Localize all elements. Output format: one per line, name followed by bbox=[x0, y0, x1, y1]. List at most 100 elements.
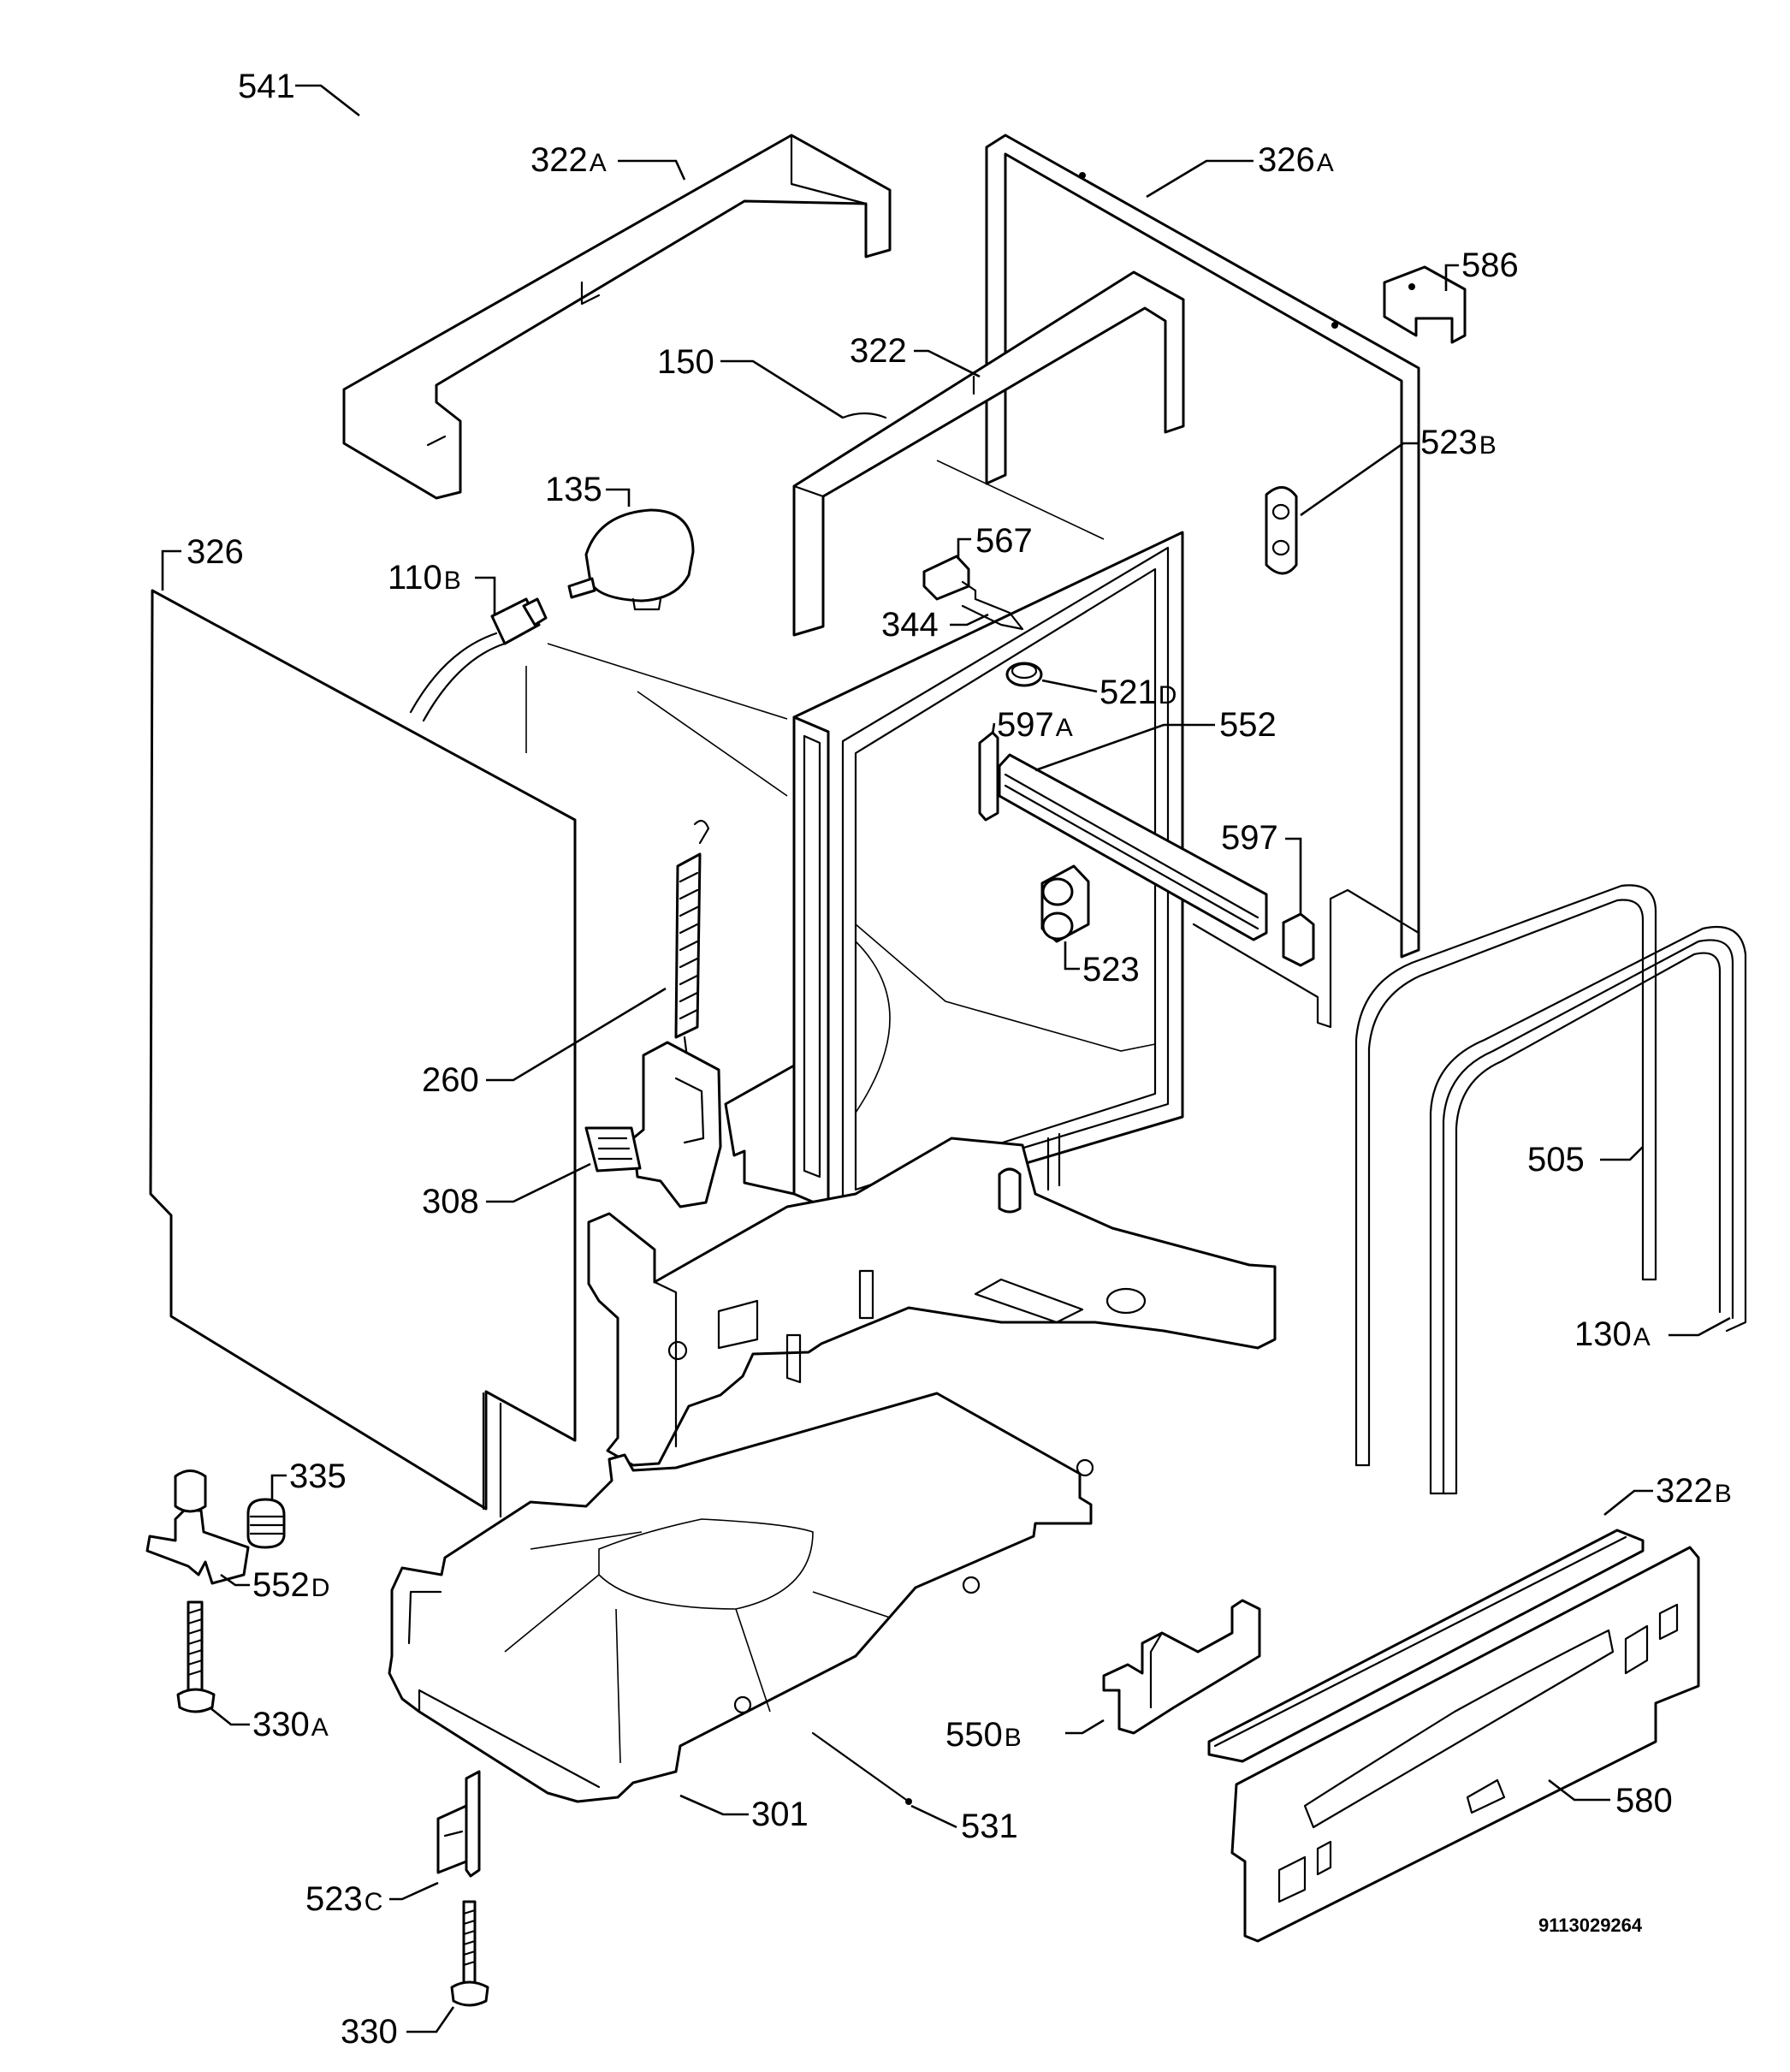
part-suffix: A bbox=[1633, 1323, 1651, 1351]
part-label-586: 586 bbox=[1461, 246, 1519, 284]
part-label-597: 597 bbox=[1221, 819, 1278, 857]
leader-523b bbox=[1300, 442, 1418, 517]
part-label-322a: 322A bbox=[530, 141, 607, 179]
plinth-322b bbox=[1207, 1529, 1645, 1763]
part-label-308: 308 bbox=[422, 1183, 479, 1220]
part-number: 523 bbox=[1082, 951, 1140, 989]
leader-326a bbox=[1146, 159, 1254, 199]
leader-260 bbox=[486, 987, 667, 1082]
part-label-541: 541 bbox=[238, 68, 295, 105]
part-number: 130 bbox=[1574, 1315, 1632, 1353]
part-number: 322 bbox=[850, 332, 907, 370]
part-label-135: 135 bbox=[545, 471, 602, 508]
top-frame-322a bbox=[342, 134, 892, 500]
inlet-hose-110b bbox=[409, 597, 548, 722]
part-suffix: D bbox=[1159, 681, 1177, 709]
part-label-330: 330 bbox=[341, 2013, 398, 2051]
part-label-505: 505 bbox=[1527, 1141, 1585, 1178]
part-number: 521 bbox=[1099, 674, 1157, 711]
part-suffix: A bbox=[590, 149, 607, 177]
grommet-523 bbox=[1040, 864, 1090, 943]
part-label-130a: 130A bbox=[1574, 1315, 1651, 1353]
leader-308 bbox=[486, 1162, 591, 1203]
part-label-523b: 523B bbox=[1420, 424, 1497, 461]
wire-531 bbox=[811, 1731, 912, 1805]
rear-panel-326a bbox=[985, 134, 1420, 1029]
part-number: 330 bbox=[341, 2013, 398, 2051]
part-label-322b: 322B bbox=[1656, 1472, 1732, 1510]
part-number: 322 bbox=[1656, 1472, 1713, 1510]
part-number: 567 bbox=[975, 522, 1033, 560]
part-number: 597 bbox=[1221, 819, 1278, 857]
bracket-550b bbox=[1102, 1599, 1261, 1735]
part-number: 330 bbox=[252, 1706, 310, 1743]
leader-330 bbox=[406, 2006, 455, 2033]
leader-597 bbox=[1285, 837, 1302, 916]
part-number: 523 bbox=[1420, 424, 1478, 461]
part-number: 326 bbox=[1258, 141, 1315, 179]
part-number: 326 bbox=[187, 533, 244, 571]
part-label-597a: 597A bbox=[997, 706, 1073, 744]
leader-135 bbox=[606, 488, 631, 507]
base-frame bbox=[587, 1132, 1277, 1467]
leader-150 bbox=[720, 359, 844, 419]
part-number: 550 bbox=[945, 1716, 1003, 1754]
leader-335 bbox=[270, 1474, 287, 1499]
salt-cap-150 bbox=[841, 412, 887, 419]
part-number: 110 bbox=[388, 559, 442, 597]
leader-552 bbox=[1034, 723, 1215, 772]
part-label-552: 552 bbox=[1219, 706, 1277, 744]
part-label-523c: 523C bbox=[305, 1880, 382, 1918]
part-number: 505 bbox=[1527, 1141, 1585, 1178]
part-number: 344 bbox=[881, 606, 939, 644]
part-number: 597 bbox=[997, 706, 1054, 744]
screw-330 bbox=[450, 1900, 489, 2007]
salt-container-135 bbox=[567, 508, 695, 611]
clip-567 bbox=[922, 555, 970, 601]
spring-260 bbox=[674, 819, 710, 1087]
leader-523 bbox=[1064, 941, 1080, 971]
leader-521d bbox=[1041, 679, 1098, 693]
leader-344 bbox=[950, 613, 989, 626]
leader-523c bbox=[389, 1881, 439, 1901]
part-number: 523 bbox=[305, 1880, 363, 1918]
part-number: 322 bbox=[530, 141, 588, 179]
part-suffix: D bbox=[311, 1574, 330, 1602]
base-tray-301 bbox=[388, 1392, 1094, 1803]
part-number: 260 bbox=[422, 1061, 479, 1099]
leader-597a bbox=[991, 722, 996, 735]
rail-552 bbox=[998, 753, 1268, 941]
leader-301 bbox=[679, 1794, 749, 1816]
leader-531 bbox=[910, 1804, 957, 1829]
leader-541 bbox=[295, 84, 360, 117]
part-number: 308 bbox=[422, 1183, 479, 1220]
part-number: 150 bbox=[657, 343, 714, 381]
document-number: 9113029264 bbox=[1538, 1915, 1643, 1936]
stop-597 bbox=[1282, 912, 1315, 967]
part-label-531: 531 bbox=[961, 1808, 1018, 1845]
part-suffix: B bbox=[1005, 1724, 1022, 1752]
part-number: 580 bbox=[1615, 1782, 1673, 1820]
part-label-330a: 330A bbox=[252, 1706, 329, 1743]
leader-322a bbox=[618, 159, 686, 181]
part-label-301: 301 bbox=[751, 1796, 809, 1833]
hinge-bracket-523c bbox=[436, 1770, 481, 1878]
part-number: 531 bbox=[961, 1808, 1018, 1845]
part-label-552d: 552D bbox=[252, 1566, 329, 1604]
part-number: 135 bbox=[545, 471, 602, 508]
leader-322 bbox=[914, 349, 981, 378]
part-label-110b: 110B bbox=[388, 559, 461, 597]
part-label-335: 335 bbox=[289, 1458, 347, 1495]
valve-552d bbox=[145, 1469, 250, 1585]
part-label-260: 260 bbox=[422, 1061, 479, 1099]
part-label-150: 150 bbox=[657, 343, 714, 381]
leader-580 bbox=[1548, 1778, 1610, 1802]
leader-567 bbox=[957, 537, 971, 558]
leader-586 bbox=[1444, 264, 1459, 291]
part-suffix: B bbox=[1715, 1480, 1732, 1508]
part-number: 541 bbox=[238, 68, 295, 105]
part-label-326: 326 bbox=[187, 533, 244, 571]
part-suffix: A bbox=[311, 1713, 329, 1742]
